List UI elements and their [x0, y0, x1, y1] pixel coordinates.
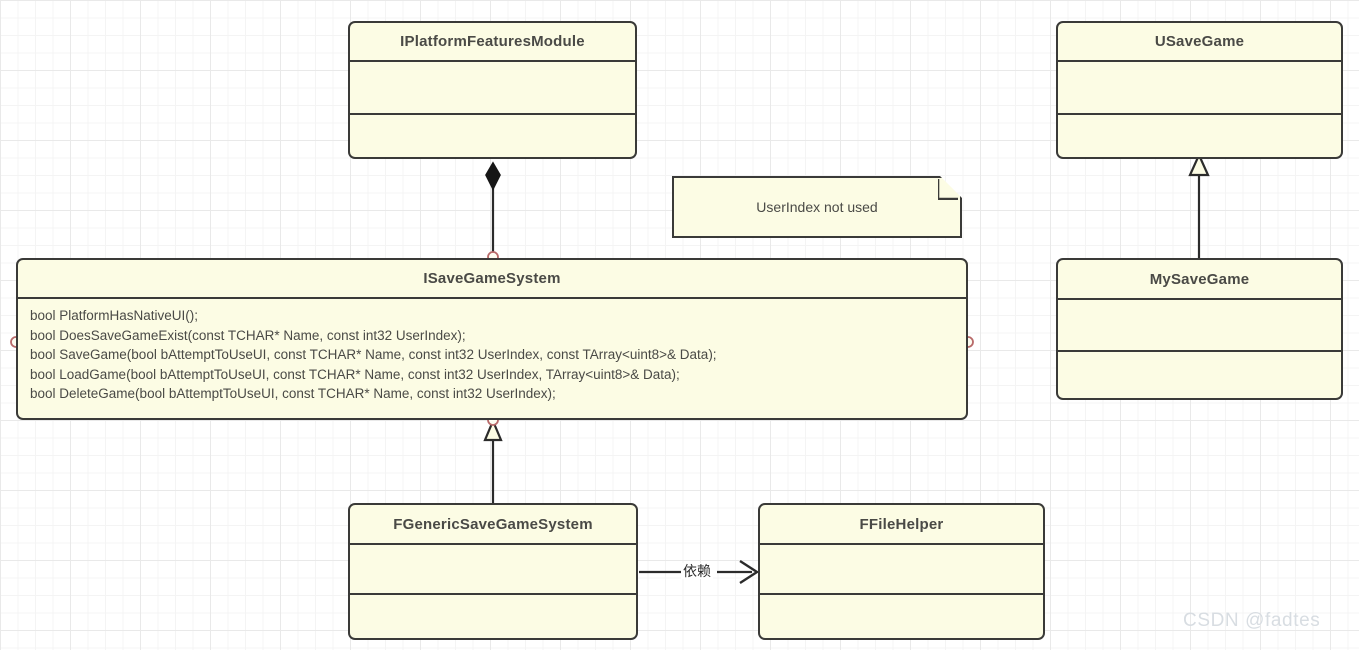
method-signature: bool LoadGame(bool bAttemptToUseUI, cons… [30, 366, 680, 382]
class-attributes-generic-save-game-system [350, 543, 636, 593]
class-methods-platform-features-module [350, 113, 635, 157]
generalization-triangle-icon [483, 418, 503, 442]
watermark-text: CSDN @fadtes [1183, 610, 1321, 631]
note-user-index: UserIndex not used [672, 176, 962, 238]
class-attributes-my-save-game [1058, 298, 1341, 350]
class-title-platform-features-module: IPlatformFeaturesModule [400, 33, 585, 50]
class-methods-usave-game [1058, 113, 1341, 157]
class-title-usave-game: USaveGame [1154, 33, 1245, 50]
method-signature: bool DeleteGame(bool bAttemptToUseUI, co… [30, 386, 556, 401]
class-title-save-game-system: ISaveGameSystem [423, 270, 561, 287]
class-methods-save-game-system: bool PlatformHasNativeUI(); bool DoesSav… [18, 297, 966, 418]
class-attributes-usave-game [1058, 60, 1341, 113]
class-attributes-platform-features-module [350, 60, 635, 113]
method-signature: bool PlatformHasNativeUI(); [30, 308, 199, 323]
class-methods-file-helper [760, 593, 1043, 638]
class-title-file-helper: FFileHelper [859, 515, 944, 533]
composition-diamond-icon [485, 161, 501, 191]
class-box-generic-save-game-system[interactable]: FGenericSaveGameSystem [348, 503, 638, 640]
method-signature: bool SaveGame(bool bAttemptToUseUI, cons… [30, 347, 717, 362]
class-title-generic-save-game-system: FGenericSaveGameSystem [393, 515, 593, 533]
note-text: UserIndex not used [756, 199, 878, 215]
class-box-save-game-system[interactable]: ISaveGameSystem bool PlatformHasNativeUI… [16, 258, 968, 420]
class-box-file-helper[interactable]: FFileHelper [758, 503, 1045, 640]
class-box-usave-game[interactable]: USaveGame [1056, 21, 1343, 159]
class-methods-generic-save-game-system [350, 593, 636, 638]
class-methods-my-save-game [1058, 350, 1341, 398]
method-signature: bool DoesSaveGameExist(const TCHAR* Name… [30, 327, 466, 343]
class-attributes-file-helper [760, 543, 1043, 593]
note-fold-icon [938, 178, 960, 200]
class-box-platform-features-module[interactable]: IPlatformFeaturesModule [348, 21, 637, 159]
dependency-arrowhead-icon [739, 559, 760, 585]
class-box-my-save-game[interactable]: MySaveGame [1056, 258, 1343, 400]
class-title-my-save-game: MySaveGame [1149, 270, 1250, 288]
dependency-label: 依赖 [681, 563, 713, 579]
